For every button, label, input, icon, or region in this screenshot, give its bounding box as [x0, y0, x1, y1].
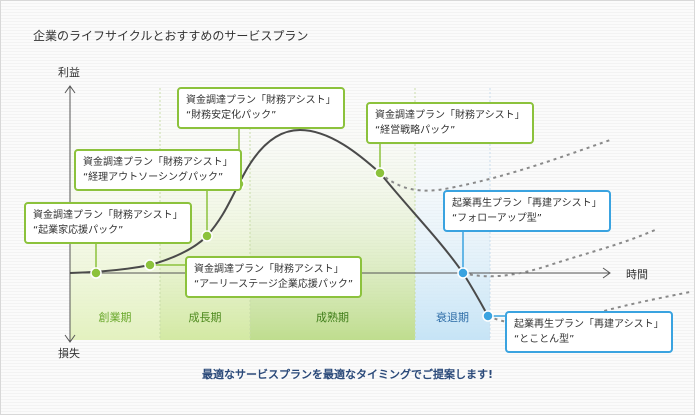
callout-pack-name: “起業家応援パック”: [33, 225, 124, 236]
callout-strategy-pack: 資金調達プラン「財務アシスト」 “経営戦略パック”: [366, 102, 534, 144]
callout-pack-name: “経営戦略パック”: [375, 125, 456, 136]
callout-thorough-type: 起業再生プラン「再建アシスト」 “とことん型”: [505, 311, 673, 353]
callout-plan-name: 資金調達プラン「財務アシスト」: [83, 157, 233, 168]
callout-plan-name: 資金調達プラン「財務アシスト」: [375, 110, 525, 121]
point-accounting: [201, 230, 213, 242]
callout-pack-name: “フォローアップ型”: [452, 213, 542, 224]
phase-label-growth: 成長期: [188, 311, 222, 324]
callout-founder-pack: 資金調達プラン「財務アシスト」 “起業家応援パック”: [24, 202, 192, 244]
callout-pack-name: “経理アウトソーシングパック”: [83, 172, 224, 183]
callout-plan-name: 起業再生プラン「再建アシスト」: [452, 198, 602, 209]
callout-pack-name: “財務安定化パック”: [186, 110, 277, 121]
point-strategy: [374, 167, 386, 179]
diagram-caption: 最適なサービスプランを最適なタイミングでご提案します!: [201, 368, 493, 381]
recovery-path-strategy: [379, 139, 611, 192]
y-axis-label-profit: 利益: [58, 66, 80, 79]
callout-accounting-pack: 資金調達プラン「財務アシスト」 “経理アウトソーシングパック”: [74, 149, 242, 191]
point-early-stage: [144, 259, 156, 271]
x-axis-label-time: 時間: [626, 268, 648, 281]
y-axis-label-loss: 損失: [58, 347, 80, 360]
callout-plan-name: 起業再生プラン「再建アシスト」: [514, 319, 664, 330]
callout-followup-type: 起業再生プラン「再建アシスト」 “フォローアップ型”: [443, 190, 611, 232]
lifecycle-curve: [69, 128, 489, 317]
callout-plan-name: 資金調達プラン「財務アシスト」: [33, 210, 183, 221]
point-thorough: [482, 310, 494, 322]
phase-label-maturity: 成熟期: [316, 311, 349, 324]
callout-plan-name: 資金調達プラン「財務アシスト」: [194, 264, 344, 275]
point-followup: [457, 267, 469, 279]
callout-pack-name: “アーリーステージ企業応援パック”: [194, 279, 354, 290]
callout-stabilization-pack: 資金調達プラン「財務アシスト」 “財務安定化パック”: [177, 87, 345, 129]
phase-label-founding: 創業期: [98, 311, 132, 324]
diagram-title: 企業のライフサイクルとおすすめのサービスプラン: [33, 29, 309, 43]
callout-plan-name: 資金調達プラン「財務アシスト」: [186, 95, 336, 106]
phase-label-decline: 衰退期: [436, 311, 469, 324]
callout-pack-name: “とことん型”: [514, 334, 575, 345]
callout-early-stage-pack: 資金調達プラン「財務アシスト」 “アーリーステージ企業応援パック”: [185, 256, 363, 298]
point-founding: [90, 267, 102, 279]
